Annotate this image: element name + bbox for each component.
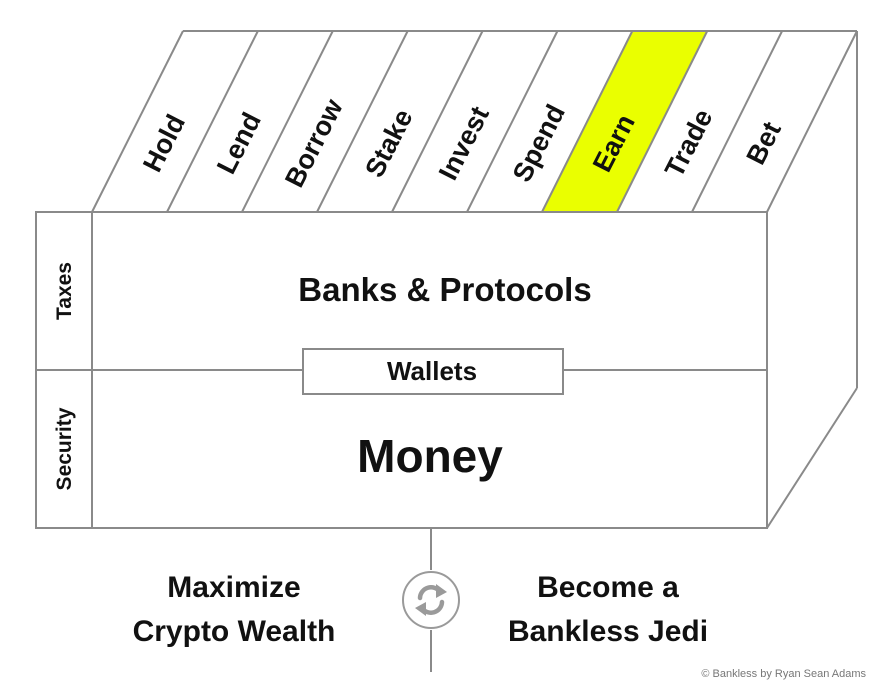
tab-divider [691,30,784,213]
tab-label-lend: Lend [211,108,267,179]
layer-wallets: Wallets [387,356,477,386]
front-face [35,211,768,529]
tab-label-borrow: Borrow [279,93,349,192]
tab-divider [166,30,259,213]
tab-divider [541,30,634,213]
side-label-taxes: Taxes [53,262,76,320]
tab-divider [616,30,709,213]
tab-divider [241,30,334,213]
side-face [766,30,858,529]
tab-label-invest: Invest [433,102,495,185]
tab-divider [316,30,409,213]
tab-label-stake: Stake [359,104,418,182]
layer-money: Money [357,430,503,482]
goal-right-line1: Become a [537,571,679,604]
tab-divider [466,30,559,213]
tab-divider [391,30,484,213]
tab-highlight [542,31,708,212]
tab-label-bet: Bet [740,117,786,169]
tab-label-hold: Hold [137,110,191,177]
tab-label-trade: Trade [659,104,718,182]
refresh-icon [402,571,460,629]
goal-left-line1: Maximize [167,571,300,604]
layer-banks-protocols: Banks & Protocols [298,271,591,308]
wallets-box [302,348,564,395]
goal-left-line2: Crypto Wealth [133,615,336,648]
goal-right-line2: Bankless Jedi [508,615,708,648]
credit-text: © Bankless by Ryan Sean Adams [701,668,866,680]
side-label-security: Security [53,407,76,490]
